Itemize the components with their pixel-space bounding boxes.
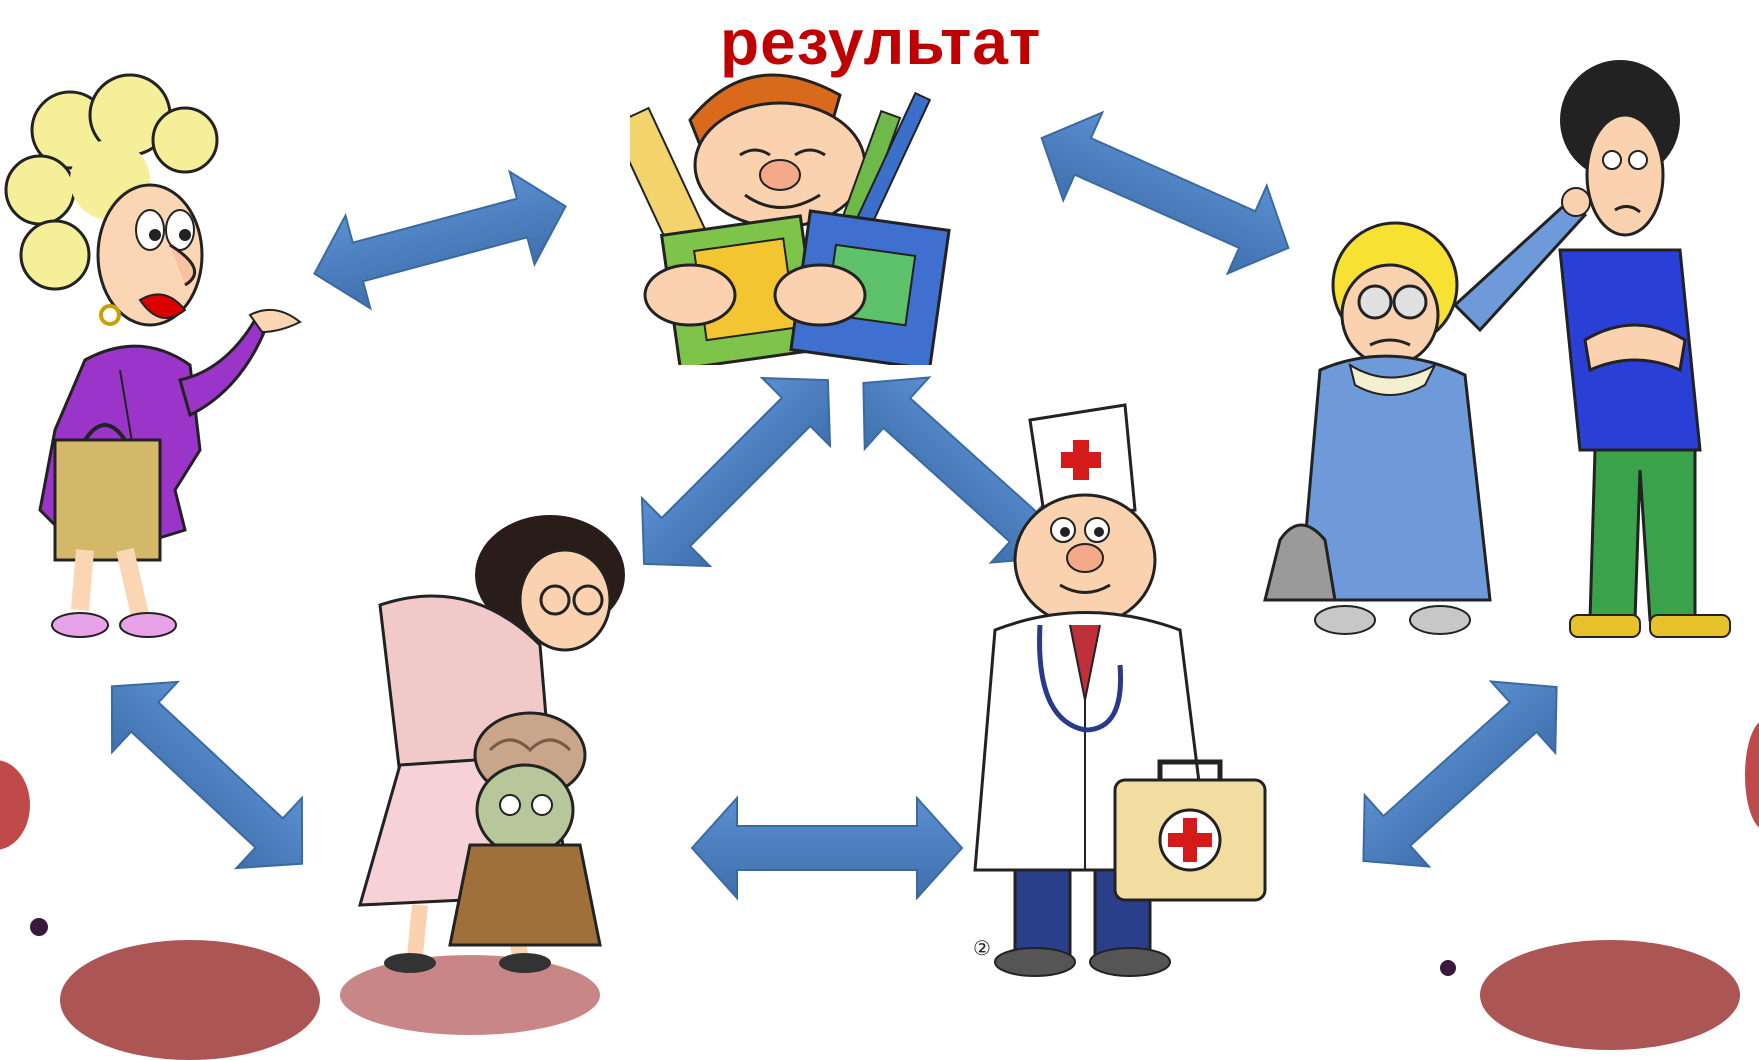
double-arrow-psychologist-doctor [690, 795, 964, 901]
handbag-icon [53, 438, 162, 562]
student-boy-illustration [630, 73, 951, 365]
teacher-woman-illustration [4, 73, 302, 638]
double-arrow-teacher-psychologist [110, 680, 304, 870]
stethoscope-icon [1037, 624, 1124, 733]
artist-signature: ② [973, 936, 991, 960]
decor-dot-right [1440, 960, 1456, 976]
parent-and-teen-illustration [1263, 60, 1731, 638]
double-arrow-student-psychologist [640, 376, 832, 568]
decor-dot-left [30, 918, 48, 936]
double-arrow-student-parent [1040, 110, 1290, 276]
double-arrow-doctor-parent [1362, 680, 1558, 868]
medical-kit-icon [1113, 759, 1267, 902]
double-arrow-teacher-student [313, 169, 567, 311]
arrows-layer [110, 110, 1558, 901]
slide-title: результат [720, 6, 1042, 78]
purse-icon [1263, 523, 1337, 602]
doctor-illustration: ② [973, 403, 1267, 977]
curly-hair-icon [4, 73, 219, 291]
decor-blob-right [1745, 720, 1759, 830]
glasses-icon [1357, 284, 1393, 320]
red-cross-icon [1061, 440, 1101, 480]
psychologist-illustration [357, 515, 625, 973]
